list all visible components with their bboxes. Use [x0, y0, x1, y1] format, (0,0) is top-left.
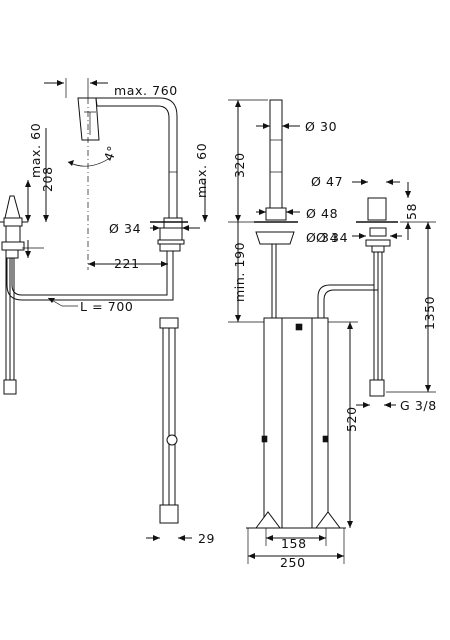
dimension-labels: max. 760 Ø 30 4° max. 60 208 max. 60 320…: [28, 83, 437, 570]
faucet-side-view: [0, 97, 188, 524]
label-max-760: max. 760: [114, 83, 178, 98]
label-208: 208: [40, 166, 55, 192]
label-thread: G 3/8: [400, 398, 437, 413]
label-diameter-48: Ø 48: [306, 206, 338, 221]
spout-front: [269, 99, 283, 209]
label-diameter-34-left: Ø 34: [109, 221, 141, 236]
supply-hose-housing: [159, 317, 179, 329]
label-320: 320: [232, 152, 247, 178]
dimension-lines: [22, 78, 436, 564]
lever-handle: [367, 197, 387, 221]
spray-head: [77, 97, 100, 141]
label-diameter-30: Ø 30: [305, 119, 337, 134]
lever-handle-view: [317, 197, 398, 397]
label-min-190: min. 190: [232, 242, 247, 302]
pull-out-hose: [11, 258, 168, 296]
label-158: 158: [281, 536, 307, 551]
label-angle-4: 4°: [101, 143, 120, 163]
label-diameter-34-middle: Ø 34: [306, 230, 338, 245]
label-520: 520: [344, 406, 359, 432]
label-max-60-left: max. 60: [28, 123, 43, 178]
hose-weight: [4, 195, 21, 219]
label-250: 250: [280, 555, 306, 570]
label-58: 58: [404, 203, 419, 220]
label-1350: 1350: [422, 296, 437, 330]
label-diameter-34-right: Ø 34: [316, 230, 348, 245]
label-max-60-right: max. 60: [194, 143, 209, 198]
label-29: 29: [198, 531, 215, 546]
hose-guide-housing: [263, 317, 329, 529]
label-diameter-47: Ø 47: [311, 174, 343, 189]
label-hose-length: L = 700: [80, 299, 133, 314]
faucet-body: [163, 217, 183, 229]
label-221: 221: [114, 256, 140, 271]
faucet-front-view: [246, 99, 346, 529]
